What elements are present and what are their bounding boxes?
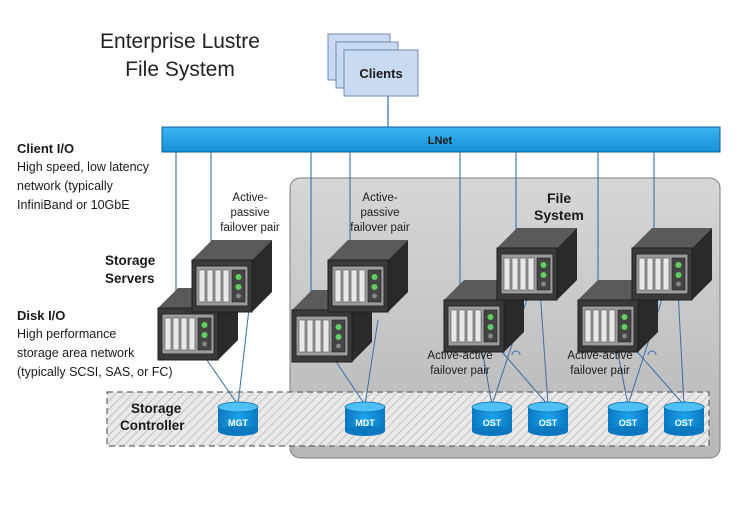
file-system-line-2: System <box>534 207 584 223</box>
active-active-label-1: Active-active failover pair <box>410 349 510 379</box>
disk-label-ost-1: OST <box>483 418 502 428</box>
storage-servers-line-2: Servers <box>105 271 155 286</box>
server-mds-2 <box>327 239 409 313</box>
storage-servers-line-1: Storage <box>105 253 156 268</box>
disk-io-line-2: storage area network <box>17 346 135 360</box>
client-io-line-1: High speed, low latency <box>17 160 150 174</box>
active-passive-mds-line-1: Active- <box>362 192 398 204</box>
disk-ost-3 <box>607 401 649 436</box>
active-passive-mds-line-3: failover pair <box>350 222 410 234</box>
active-passive-mgs-line-3: failover pair <box>220 222 280 234</box>
disk-label-mgt: MGT <box>228 418 248 428</box>
active-active-2-line-2: failover pair <box>570 365 630 377</box>
client-io-heading: Client I/O <box>17 141 75 156</box>
clients-label: Clients <box>359 66 402 81</box>
disk-label-mdt: MDT <box>355 418 375 428</box>
disk-io-line-3: (typically SCSI, SAS, or FC) <box>17 365 173 379</box>
active-passive-label-mds: Active- passive failover pair <box>335 191 425 236</box>
active-passive-mgs-line-2: passive <box>230 207 270 219</box>
server-mgs-2 <box>191 239 273 313</box>
active-passive-mgs-line-1: Active- <box>232 192 268 204</box>
lnet-label: LNet <box>428 135 453 147</box>
disk-mdt <box>344 401 386 436</box>
file-system-line-1: File <box>547 190 572 206</box>
active-passive-mds-line-2: passive <box>360 207 400 219</box>
title-line-1: Enterprise Lustre <box>100 30 260 53</box>
storage-controller-line-2: Controller <box>120 418 185 433</box>
disk-mgt <box>217 401 259 436</box>
client-io-line-3: InfiniBand or 10GbE <box>17 198 130 212</box>
disk-ost-1 <box>471 401 513 436</box>
active-active-1-line-2: failover pair <box>430 365 490 377</box>
active-passive-label-mgs: Active- passive failover pair <box>205 191 295 236</box>
disk-io-line-1: High performance <box>17 327 117 341</box>
server-oss-4 <box>631 227 713 301</box>
server-oss-2 <box>496 227 578 301</box>
disk-ost-2 <box>527 401 569 436</box>
active-active-2-line-1: Active-active <box>567 350 633 362</box>
disk-io-heading: Disk I/O <box>17 308 66 323</box>
active-active-label-2: Active-active failover pair <box>550 349 650 379</box>
disk-label-ost-3: OST <box>619 418 638 428</box>
disk-ost-4 <box>663 401 705 436</box>
clients-icon <box>327 33 419 97</box>
diagram-title: Enterprise Lustre File System <box>60 28 300 84</box>
storage-controller-line-1: Storage <box>131 401 182 416</box>
lnet-bar <box>161 126 721 153</box>
disk-label-ost-2: OST <box>539 418 558 428</box>
client-io-line-2: network (typically <box>17 179 113 193</box>
title-line-2: File System <box>125 58 235 81</box>
disk-label-ost-4: OST <box>675 418 694 428</box>
active-active-1-line-1: Active-active <box>427 350 493 362</box>
